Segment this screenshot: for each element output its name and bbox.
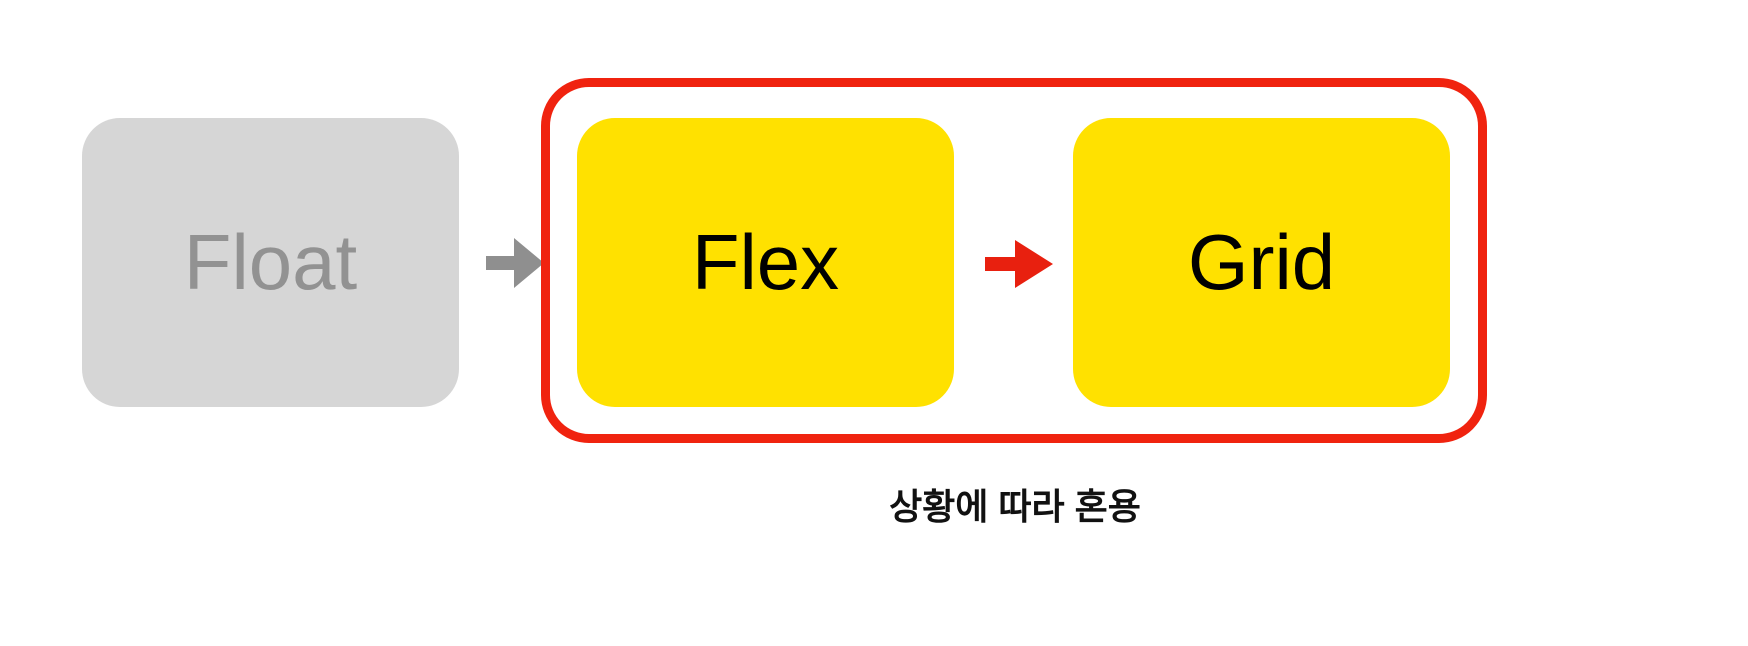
float-label: Float bbox=[183, 218, 358, 306]
grid-node: Grid bbox=[1073, 118, 1450, 407]
flex-node: Flex bbox=[577, 118, 954, 407]
float-node: Float bbox=[82, 118, 459, 407]
arrow-float-to-flex-icon bbox=[486, 238, 544, 288]
group-caption: 상황에 따라 혼용 bbox=[889, 486, 1141, 527]
flex-grid-group bbox=[541, 78, 1487, 443]
grid-label: Grid bbox=[1187, 218, 1336, 306]
arrow-flex-to-grid-icon bbox=[985, 240, 1053, 288]
flex-label: Flex bbox=[691, 218, 840, 306]
